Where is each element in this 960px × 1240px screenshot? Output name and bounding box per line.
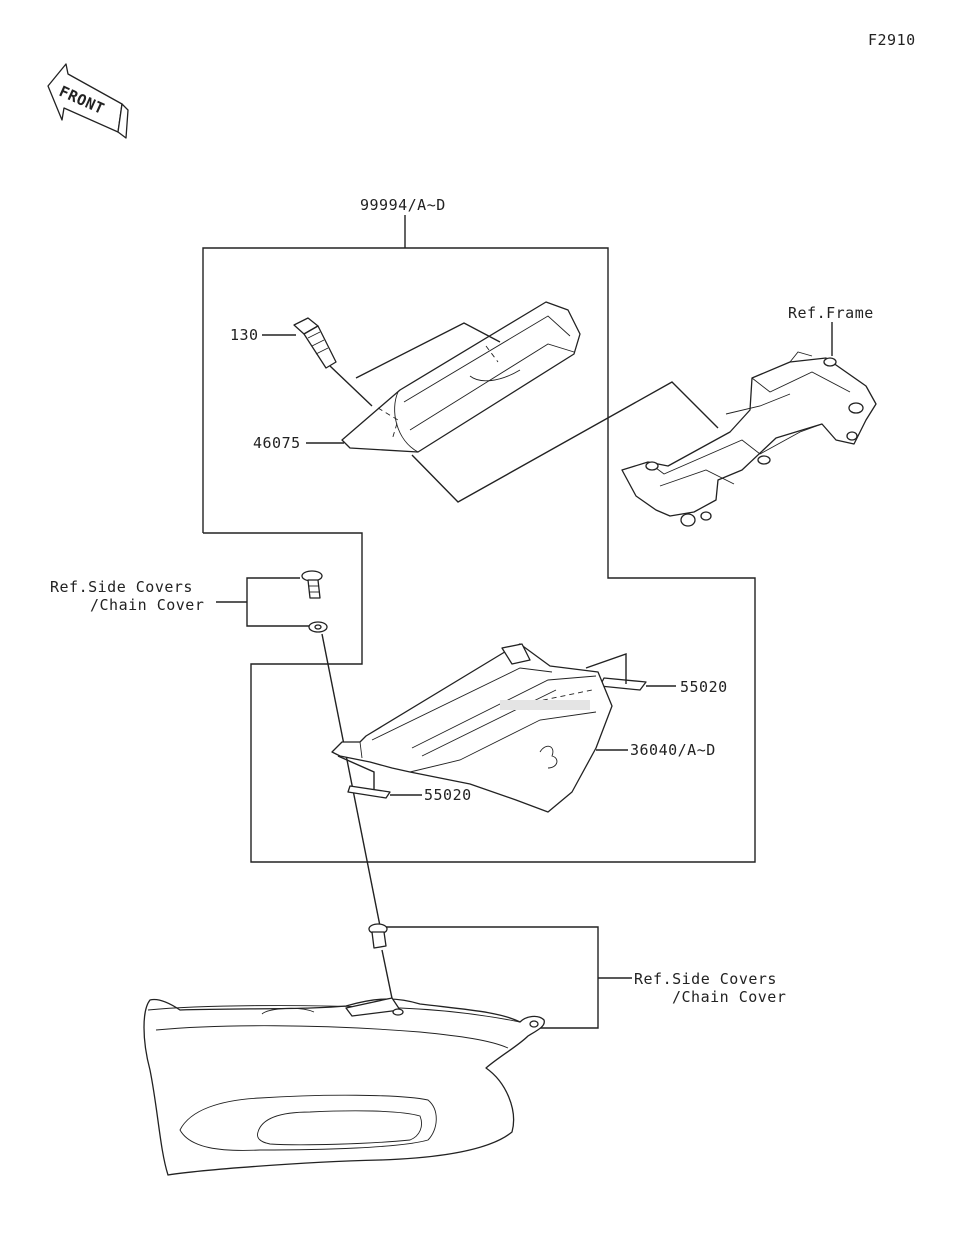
label-side-covers-top-line2: /Chain Cover	[90, 596, 204, 614]
label-side-covers-top-line1: Ref.Side Covers	[50, 578, 193, 596]
washer-icon	[308, 621, 328, 633]
pad-left-part	[347, 785, 391, 799]
front-arrow-icon: FRONT	[47, 63, 129, 139]
bolt-icon	[293, 317, 337, 369]
label-frame: Ref.Frame	[788, 304, 874, 322]
bracket-part	[341, 301, 581, 453]
label-cover: 36040/A~D	[630, 741, 716, 759]
screw-icon	[301, 570, 323, 599]
label-pad-left: 55020	[424, 786, 472, 804]
label-side-covers-bottom-line1: Ref.Side Covers	[634, 970, 777, 988]
label-bolt: 130	[230, 326, 259, 344]
frame-part	[621, 351, 877, 527]
diagram-code: F2910	[868, 31, 916, 49]
label-side-covers-bottom-line2: /Chain Cover	[672, 988, 786, 1006]
label-pad-right: 55020	[680, 678, 728, 696]
cover-part	[331, 643, 613, 813]
label-kit-number: 99994/A~D	[360, 196, 446, 214]
kit-callout-frame	[202, 215, 756, 863]
pad-right-part	[599, 677, 647, 691]
grommet-icon	[368, 923, 388, 949]
side-cover-reference-part	[143, 997, 545, 1176]
label-bracket: 46075	[253, 434, 301, 452]
